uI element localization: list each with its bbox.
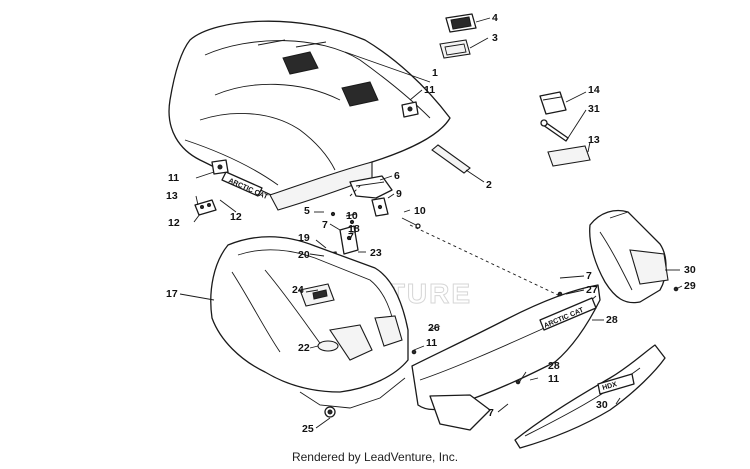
- callout-31: 31: [588, 103, 600, 115]
- callout-15: 13: [588, 134, 600, 146]
- callout-4: 4: [492, 12, 498, 24]
- callout-3: 3: [492, 32, 498, 44]
- callout-29: 30: [596, 399, 608, 411]
- callout-28-fender: 29: [684, 280, 696, 292]
- callout-11-bin: 11: [426, 337, 437, 349]
- small-parts-right: [539, 91, 591, 167]
- credit-line: Rendered by LeadVenture, Inc.: [291, 450, 459, 464]
- callout-11-hood-right: 11: [424, 84, 435, 96]
- callout-30: 30: [684, 264, 696, 276]
- callout-19: 19: [298, 232, 310, 244]
- callout-28-panel: 28: [606, 314, 618, 326]
- callout-labels: 4 3 1 11 2 14 31 13 11 13 12 12 6 9 10 5…: [166, 12, 696, 435]
- callout-7-hinge: 7: [322, 219, 328, 231]
- callout-1: 1: [432, 67, 438, 79]
- leader-lines: [179, 17, 683, 429]
- callout-20: 20: [298, 249, 310, 261]
- callout-16: 14: [588, 84, 600, 96]
- vent-covers: [439, 13, 477, 59]
- seal-strip: [431, 144, 471, 174]
- callout-22: 23: [370, 247, 382, 259]
- callout-6: 6: [394, 170, 400, 182]
- lower-panel: HDX: [514, 344, 666, 449]
- callout-21: 22: [298, 342, 310, 354]
- latch-bracket-left: [194, 199, 217, 216]
- callout-7-panel-bottom: 7: [488, 407, 494, 419]
- callout-17: 17: [166, 288, 178, 300]
- callout-27: 28: [548, 360, 560, 372]
- callout-7-panel-top: 7: [586, 270, 592, 282]
- callout-24: 25: [302, 423, 314, 435]
- callout-23: 24: [292, 284, 304, 296]
- callout-7-hinge-2: 7: [348, 231, 354, 243]
- callout-8: 9: [396, 188, 402, 200]
- storage-bin: [210, 236, 417, 418]
- callout-25: 26: [428, 322, 440, 334]
- callout-11-hood-left: 11: [168, 172, 179, 184]
- panel-logo-decal: HDX: [602, 381, 618, 392]
- front-fender: [589, 209, 679, 304]
- callout-26: 27: [586, 284, 598, 296]
- side-panel: ARCTIC CAT: [411, 284, 601, 431]
- callout-11-panel: 11: [548, 373, 559, 385]
- hood-assembly: ARCTIC CAT: [168, 20, 451, 211]
- callout-10: 10: [346, 210, 358, 222]
- callout-18: 18: [348, 223, 360, 235]
- callout-5: 5: [304, 205, 310, 217]
- callout-9: 10: [414, 205, 426, 217]
- callout-2: 2: [486, 179, 492, 191]
- callout-13: 13: [166, 190, 178, 202]
- callout-12: 12: [168, 217, 180, 229]
- callout-14: 12: [230, 211, 242, 223]
